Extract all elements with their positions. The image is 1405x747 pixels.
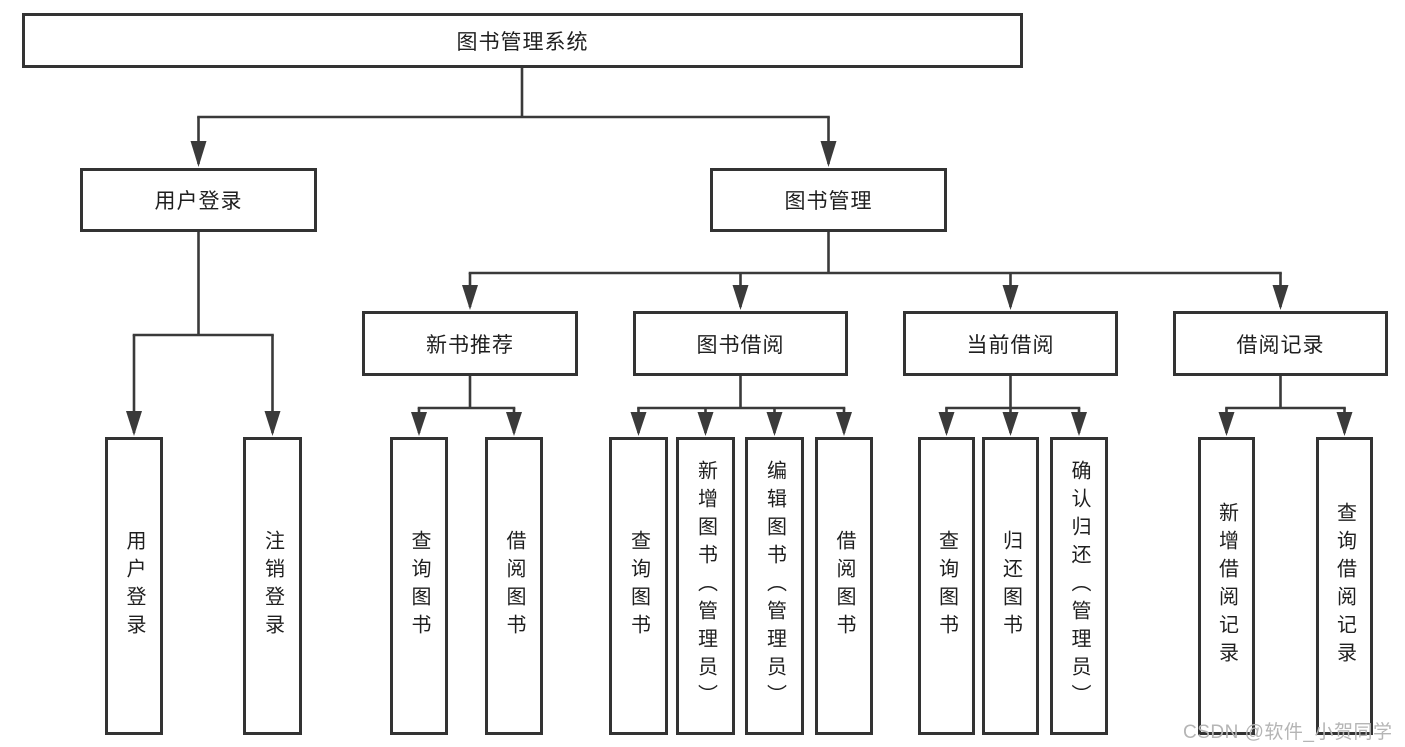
node-label: 图书借阅: [696, 333, 785, 357]
node-label: 图书管理: [784, 190, 873, 213]
leaf-borrow-books: 借阅图书: [815, 437, 873, 735]
leaf-label: 用户登录: [123, 530, 145, 642]
leaf-label: 新增图书（管理员）: [694, 460, 717, 712]
node-root-book-management-system: 图书管理系统: [22, 13, 1023, 68]
leaf-borrow-books-recommend: 借阅图书: [485, 437, 543, 735]
leaf-label: 借阅图书: [503, 530, 525, 642]
node-new-book-recommendation: 新书推荐: [362, 311, 578, 376]
leaf-label: 注销登录: [261, 530, 284, 642]
leaf-return-books: 归还图书: [982, 437, 1039, 735]
leaf-label: 查询图书: [935, 530, 958, 642]
leaf-confirm-return-admin: 确认归还（管理员）: [1050, 437, 1108, 735]
node-user-login: 用户登录: [80, 168, 317, 232]
leaf-edit-books-admin: 编辑图书（管理员）: [745, 437, 804, 735]
leaf-label: 借阅图书: [833, 530, 855, 642]
node-current-borrowing: 当前借阅: [903, 311, 1118, 376]
leaf-label: 查询图书: [408, 530, 430, 642]
leaf-query-books-borrowing: 查询图书: [609, 437, 668, 735]
node-borrowing-records: 借阅记录: [1173, 311, 1388, 376]
leaf-add-borrow-record: 新增借阅记录: [1198, 437, 1255, 735]
csdn-watermark: CSDN @软件_小贺同学: [1183, 722, 1393, 743]
leaf-user-login: 用户登录: [105, 437, 163, 735]
node-label: 当前借阅: [966, 333, 1055, 357]
leaf-label: 编辑图书（管理员）: [763, 460, 786, 712]
leaf-add-books-admin: 新增图书（管理员）: [676, 437, 735, 735]
node-label: 新书推荐: [426, 333, 514, 357]
node-label: 用户登录: [154, 190, 243, 213]
node-book-borrowing: 图书借阅: [633, 311, 848, 376]
leaf-query-borrow-record: 查询借阅记录: [1316, 437, 1373, 735]
leaf-label: 新增借阅记录: [1215, 502, 1238, 670]
node-label: 借阅记录: [1236, 333, 1325, 357]
leaf-logout: 注销登录: [243, 437, 302, 735]
leaf-label: 确认归还（管理员）: [1068, 460, 1090, 712]
leaf-label: 查询图书: [627, 530, 650, 642]
leaf-label: 查询借阅记录: [1333, 502, 1356, 670]
leaf-query-books-current: 查询图书: [918, 437, 975, 735]
leaf-label: 归还图书: [999, 530, 1022, 642]
node-book-management: 图书管理: [710, 168, 947, 232]
leaf-query-books-recommend: 查询图书: [390, 437, 448, 735]
node-label: 图书管理系统: [456, 30, 589, 54]
